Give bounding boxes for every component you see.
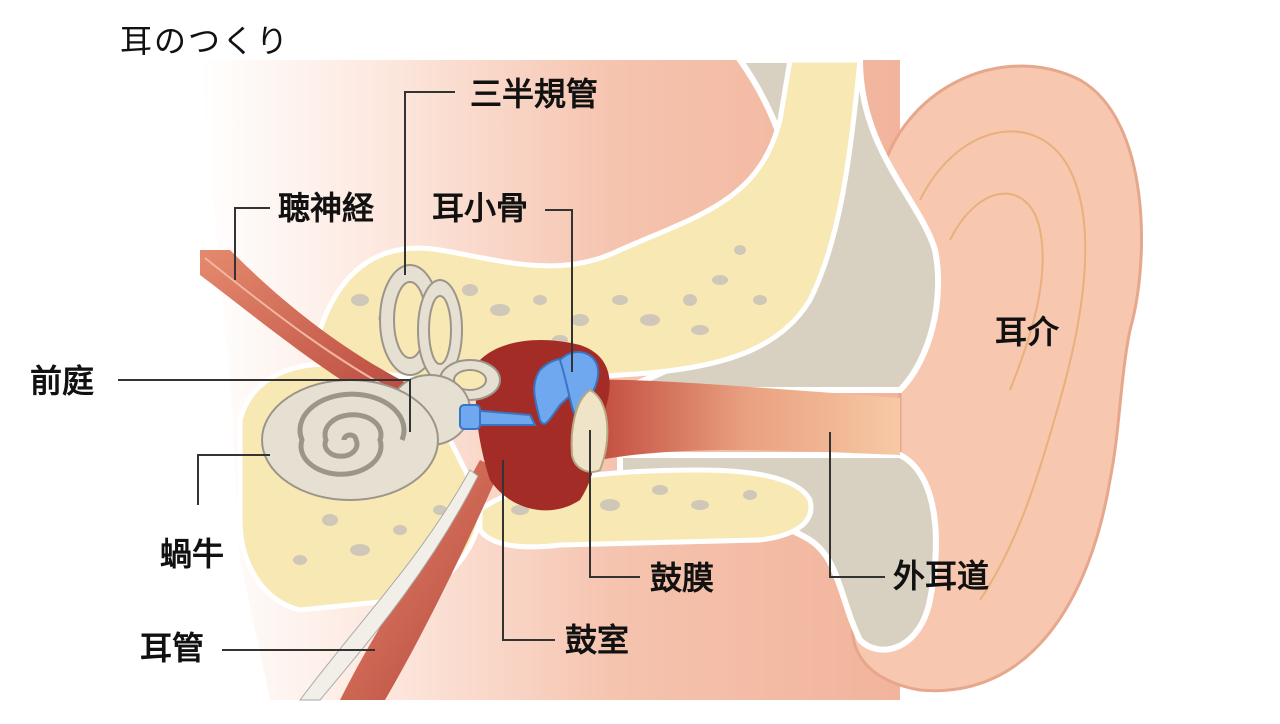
page-title: 耳のつくり xyxy=(120,22,291,60)
cochlea-shape xyxy=(261,379,439,501)
leader-semicircular-canals xyxy=(404,91,455,275)
auricle-fold xyxy=(919,130,1087,601)
leader-ear-canal xyxy=(829,432,885,578)
bone-cavities xyxy=(293,245,767,566)
eustachian-tube-band xyxy=(340,460,500,700)
leader-cochlea xyxy=(197,454,270,505)
label-eustachian-tube: 耳管 xyxy=(140,629,205,667)
label-cochlea: 蝸牛 xyxy=(160,535,225,573)
label-ossicles: 耳小骨 xyxy=(432,189,529,227)
auricle-fold-inner xyxy=(949,192,1044,391)
label-auricle: 耳介 xyxy=(995,313,1060,351)
label-auditory-nerve: 聴神経 xyxy=(278,189,375,227)
eustachian-tube-wall xyxy=(298,469,479,701)
label-eardrum: 鼓膜 xyxy=(650,559,715,597)
leader-eardrum xyxy=(589,430,640,578)
leader-vestibule xyxy=(118,379,411,432)
ear-canal-passage xyxy=(590,379,900,460)
auditory-nerve-band xyxy=(200,250,420,420)
label-semicircular-canals: 三半規管 xyxy=(470,75,599,113)
ossicles-shape xyxy=(459,351,600,430)
leader-tympanic-cavity xyxy=(502,460,555,641)
leader-ossicles xyxy=(545,209,573,372)
label-ear-canal: 外耳道 xyxy=(893,557,990,595)
semicircular-canals-shape xyxy=(379,264,501,401)
label-tympanic-cavity: 鼓室 xyxy=(565,621,630,659)
leader-lines xyxy=(118,91,885,651)
leader-auditory-nerve xyxy=(234,207,270,280)
label-vestibule: 前庭 xyxy=(30,362,95,400)
